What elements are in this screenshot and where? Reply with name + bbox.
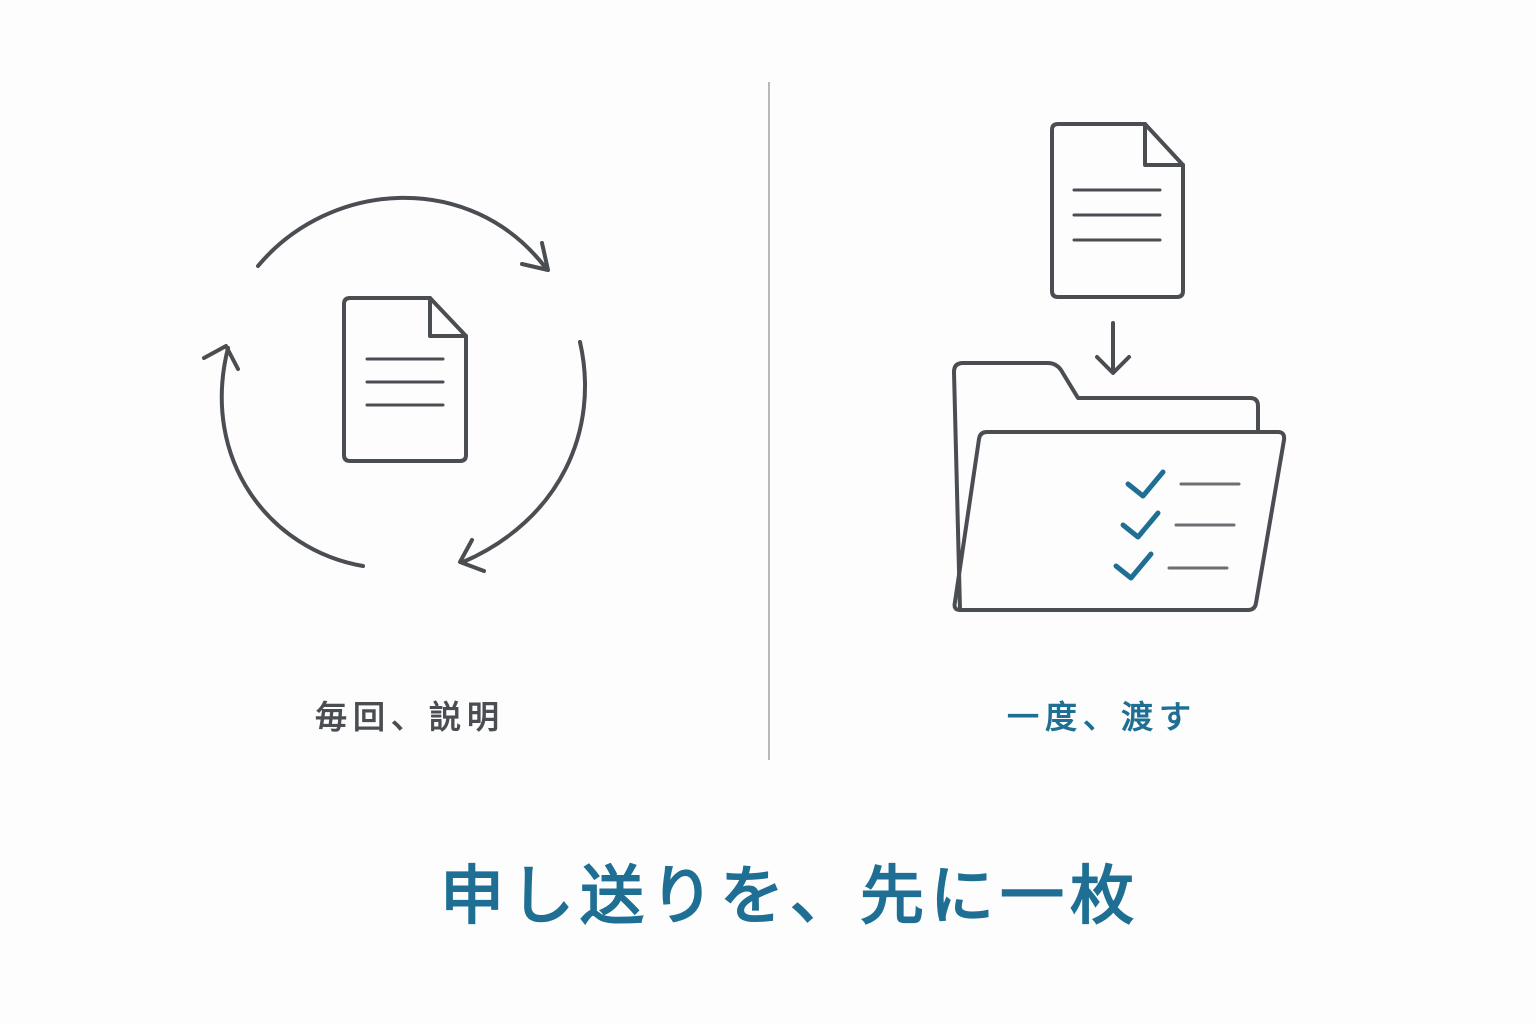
checklist-icon xyxy=(1113,469,1241,581)
folder-icon xyxy=(952,361,1287,612)
arrow-down-icon xyxy=(1095,321,1131,375)
cycle-arrows-icon xyxy=(202,195,588,573)
document-icon xyxy=(1050,122,1185,299)
headline: 申し送りを、先に一枚 xyxy=(440,860,1140,934)
document-icon xyxy=(342,296,468,463)
left-caption: 毎回、説明 xyxy=(314,698,506,736)
right-caption: 一度、渡す xyxy=(1006,698,1198,736)
